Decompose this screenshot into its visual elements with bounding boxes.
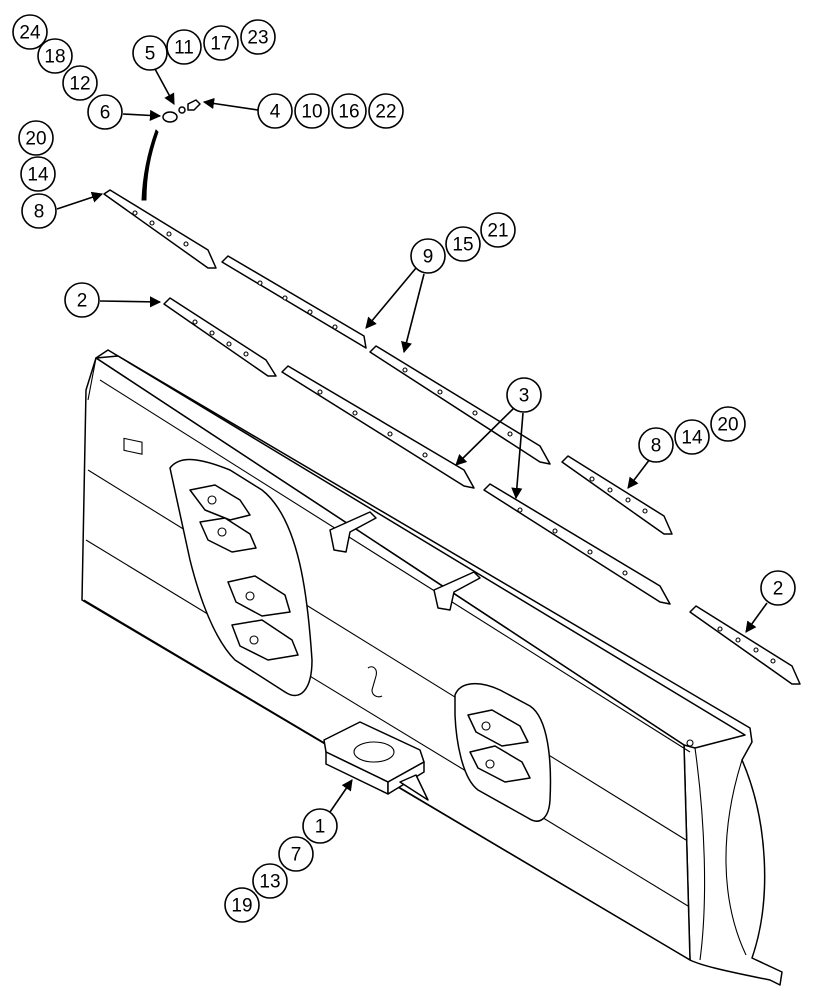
callout-15: 15 bbox=[445, 226, 481, 262]
callout-2-right: 2 bbox=[760, 570, 796, 606]
end-bit-upper-left bbox=[103, 189, 217, 269]
callout-20: 20 bbox=[18, 120, 54, 156]
svg-text:8: 8 bbox=[34, 202, 45, 223]
callout-22: 22 bbox=[368, 93, 404, 129]
callout-9: 9 bbox=[410, 238, 446, 274]
callout-14: 14 bbox=[20, 156, 56, 192]
callout-14-right: 14 bbox=[674, 419, 710, 455]
svg-text:10: 10 bbox=[301, 102, 322, 123]
svg-text:14: 14 bbox=[681, 428, 703, 449]
callout-8-right: 8 bbox=[638, 427, 674, 463]
callout-4: 4 bbox=[257, 93, 293, 129]
svg-text:11: 11 bbox=[174, 38, 194, 59]
svg-text:9: 9 bbox=[423, 247, 434, 268]
callout-2-left: 2 bbox=[64, 282, 100, 318]
callout-13: 13 bbox=[252, 863, 288, 899]
center-pivot-pad bbox=[323, 721, 429, 801]
svg-text:4: 4 bbox=[270, 102, 281, 123]
callout-17: 17 bbox=[203, 25, 239, 61]
cutting-edge-middle bbox=[281, 365, 475, 489]
svg-text:8: 8 bbox=[651, 436, 662, 457]
blade-brackets bbox=[329, 511, 481, 698]
callout-16: 16 bbox=[331, 93, 367, 129]
callout-6: 6 bbox=[87, 94, 123, 130]
svg-text:22: 22 bbox=[375, 102, 396, 123]
callout-10: 10 bbox=[294, 93, 330, 129]
callout-19: 19 bbox=[224, 887, 260, 923]
svg-text:12: 12 bbox=[69, 74, 90, 95]
callout-1: 1 bbox=[302, 808, 338, 844]
fastener-hardware bbox=[141, 99, 201, 201]
svg-text:18: 18 bbox=[44, 47, 65, 68]
cutting-edge-lower-right bbox=[483, 483, 671, 605]
end-bit-left bbox=[163, 297, 277, 377]
svg-text:6: 6 bbox=[100, 103, 111, 124]
svg-text:23: 23 bbox=[247, 28, 268, 49]
callout-12: 12 bbox=[62, 65, 98, 101]
callout-7: 7 bbox=[278, 836, 314, 872]
svg-text:13: 13 bbox=[259, 872, 280, 893]
callout-18: 18 bbox=[37, 38, 73, 74]
callout-21: 21 bbox=[480, 212, 516, 248]
svg-text:1: 1 bbox=[315, 817, 326, 838]
svg-text:20: 20 bbox=[717, 415, 738, 436]
cutting-edge-upper-middle bbox=[221, 255, 367, 349]
svg-text:14: 14 bbox=[27, 165, 49, 186]
svg-text:2: 2 bbox=[773, 579, 784, 600]
svg-text:19: 19 bbox=[231, 896, 252, 917]
end-bit-right-upper bbox=[561, 455, 673, 535]
right-mounting-plate bbox=[454, 683, 552, 822]
callout-11: 11 bbox=[166, 29, 202, 65]
cutting-edges bbox=[103, 189, 801, 685]
washer-icon bbox=[178, 106, 186, 114]
bolt-icon bbox=[187, 99, 201, 111]
svg-text:15: 15 bbox=[452, 235, 473, 256]
callouts: 24 18 12 6 5 11 17 23 4 10 16 22 20 14 8… bbox=[12, 14, 796, 923]
nut-icon bbox=[162, 111, 178, 123]
cutting-edge-upper-right bbox=[369, 345, 551, 465]
callout-24: 24 bbox=[12, 14, 48, 50]
svg-text:16: 16 bbox=[338, 102, 359, 123]
svg-text:5: 5 bbox=[145, 44, 156, 65]
callout-20-right: 20 bbox=[710, 406, 746, 442]
leader-lines bbox=[56, 68, 768, 813]
callout-8: 8 bbox=[21, 193, 57, 229]
callout-5: 5 bbox=[132, 35, 168, 71]
svg-text:21: 21 bbox=[487, 221, 508, 242]
svg-text:2: 2 bbox=[77, 291, 88, 312]
end-bit-right-lower bbox=[689, 605, 801, 685]
callout-3: 3 bbox=[506, 377, 542, 413]
svg-text:24: 24 bbox=[19, 23, 41, 44]
left-mounting-plate bbox=[169, 458, 313, 697]
svg-text:7: 7 bbox=[291, 845, 302, 866]
svg-text:3: 3 bbox=[519, 386, 530, 407]
callout-23: 23 bbox=[240, 19, 276, 55]
svg-text:20: 20 bbox=[25, 129, 46, 150]
svg-text:17: 17 bbox=[210, 34, 231, 55]
